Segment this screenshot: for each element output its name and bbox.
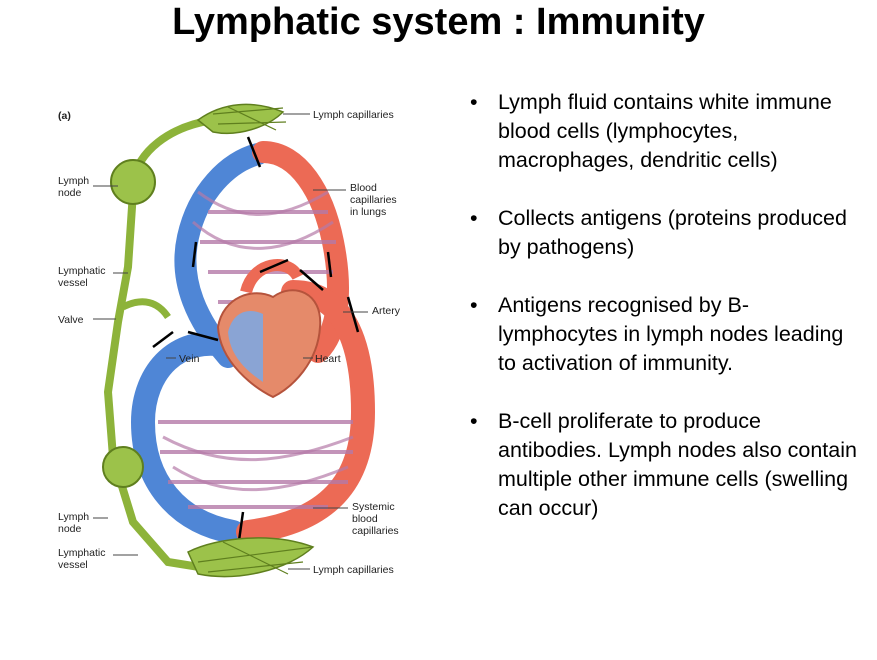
leader-lines: [93, 113, 368, 570]
bullet-item: • Collects antigens (proteins produced by…: [464, 204, 864, 262]
label-systemic-3: capillaries: [352, 525, 399, 537]
label-blood-capillaries-2: capillaries: [350, 194, 397, 206]
label-artery: Artery: [372, 305, 401, 317]
bullet-dot-icon: •: [470, 293, 478, 317]
bullet-item: • Lymph fluid contains white immune blood…: [464, 88, 864, 175]
label-lymph-node-top-2: node: [58, 187, 82, 199]
label-lymph-capillaries-top: Lymph capillaries: [313, 109, 394, 121]
circulatory-lymphatic-diagram: (a): [48, 92, 428, 592]
label-heart: Heart: [315, 353, 341, 365]
label-lymph-node-bottom-2: node: [58, 523, 82, 535]
bullet-item: • B-cell proliferate to produce antibodie…: [464, 407, 864, 523]
bullet-list: • Lymph fluid contains white immune blood…: [464, 88, 864, 552]
label-lymphatic-vessel-bottom-2: vessel: [58, 559, 88, 571]
lymph-capillaries-bottom-shape: [187, 537, 315, 578]
lymphatic-network: [102, 103, 315, 578]
panel-label: (a): [58, 110, 71, 122]
label-lymphatic-vessel-top-1: Lymphatic: [58, 265, 105, 277]
label-blood-capillaries-3: in lungs: [350, 206, 386, 218]
label-lymphatic-vessel-top-2: vessel: [58, 277, 88, 289]
label-blood-capillaries-1: Blood: [350, 182, 377, 194]
bullet-dot-icon: •: [470, 409, 478, 433]
bullet-text: Lymph fluid contains white immune blood …: [498, 90, 832, 172]
label-systemic-2: blood: [352, 513, 378, 525]
bullet-dot-icon: •: [470, 90, 478, 114]
diagram-svg: (a): [58, 103, 401, 578]
label-lymph-capillaries-bottom: Lymph capillaries: [313, 564, 394, 576]
label-systemic-1: Systemic: [352, 501, 395, 513]
bullet-text: B-cell proliferate to produce antibodies…: [498, 409, 857, 520]
bullet-item: • Antigens recognised by B-lymphocytes in…: [464, 291, 864, 378]
pulmonary-loop: [174, 141, 349, 368]
label-lymph-node-top-1: Lymph: [58, 175, 89, 187]
heart-shape: [216, 259, 322, 399]
label-lymph-node-bottom-1: Lymph: [58, 511, 89, 523]
label-lymphatic-vessel-bottom-1: Lymphatic: [58, 547, 105, 559]
bullet-text: Antigens recognised by B-lymphocytes in …: [498, 293, 844, 375]
lymph-node-bottom: [102, 446, 144, 488]
slide-title: Lymphatic system : Immunity: [172, 1, 705, 43]
lymph-node-top: [110, 159, 156, 205]
bullet-text: Collects antigens (proteins produced by …: [498, 206, 847, 259]
label-valve: Valve: [58, 314, 84, 326]
lymph-capillaries-top-shape: [196, 103, 285, 134]
systemic-loop: [130, 280, 376, 544]
bullet-dot-icon: •: [470, 206, 478, 230]
label-vein: Vein: [179, 353, 200, 365]
